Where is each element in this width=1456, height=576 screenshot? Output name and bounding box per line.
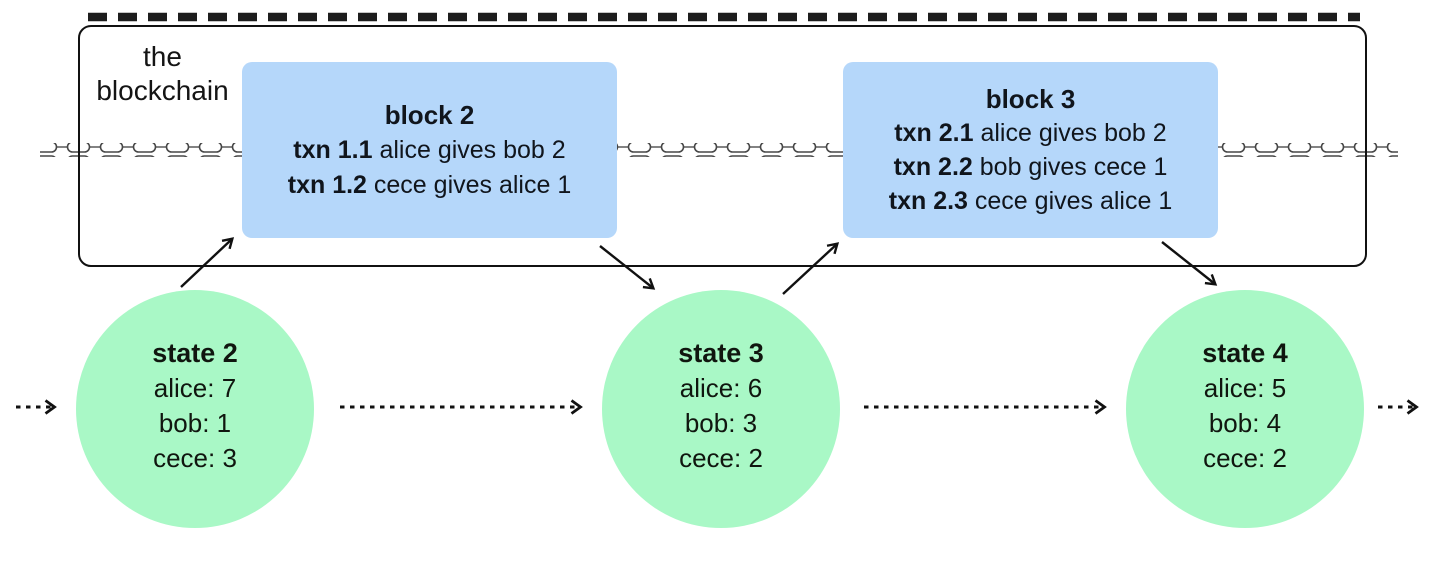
balance-line: bob: 4 [1208,408,1282,438]
block-2-card: block 2 txn 1.1 alice gives bob 2 txn 1.… [242,62,617,238]
txn-id: txn 2.2 [893,153,973,181]
blockchain-container-box [78,25,1367,267]
state-title: state 4 [1202,338,1288,368]
balance-line: cece: 2 [679,443,763,473]
balance-line: cece: 2 [1203,443,1287,473]
txn-row: txn 2.3 cece gives alice 1 [889,184,1172,218]
block-3-card: block 3 txn 2.1 alice gives bob 2 txn 2.… [843,62,1218,238]
state-title: state 3 [678,338,764,368]
state-2-circle: state 2 alice: 7 bob: 1 cece: 3 [76,290,314,528]
txn-row: txn 1.1 alice gives bob 2 [293,133,565,168]
balance-line: cece: 3 [153,443,237,473]
balance-line: alice: 6 [679,373,763,403]
block-title: block 2 [384,99,475,130]
txn-id: txn 1.1 [293,135,373,164]
balance-line: bob: 1 [158,408,232,438]
state-3-circle: state 3 alice: 6 bob: 3 cece: 2 [602,290,840,528]
state-4-circle: state 4 alice: 5 bob: 4 cece: 2 [1126,290,1364,528]
txn-text: bob gives cece 1 [979,153,1168,181]
balance-line: bob: 3 [684,408,758,438]
block-title: block 3 [985,84,1076,114]
txn-text: alice gives bob 2 [379,135,566,164]
txn-text: cece gives alice 1 [974,187,1173,215]
txn-id: txn 1.2 [287,170,367,199]
txn-row: txn 1.2 cece gives alice 1 [288,168,571,203]
txn-text: alice gives bob 2 [980,119,1167,147]
txn-row: txn 2.2 bob gives cece 1 [894,150,1168,184]
txn-id: txn 2.1 [894,119,974,147]
balance-line: alice: 5 [1203,373,1287,403]
txn-row: txn 2.1 alice gives bob 2 [894,116,1166,150]
blockchain-label: the blockchain [96,41,229,106]
balance-line: alice: 7 [153,373,237,403]
txn-id: txn 2.3 [888,187,968,215]
state-title: state 2 [152,338,238,368]
txn-text: cece gives alice 1 [373,170,572,199]
